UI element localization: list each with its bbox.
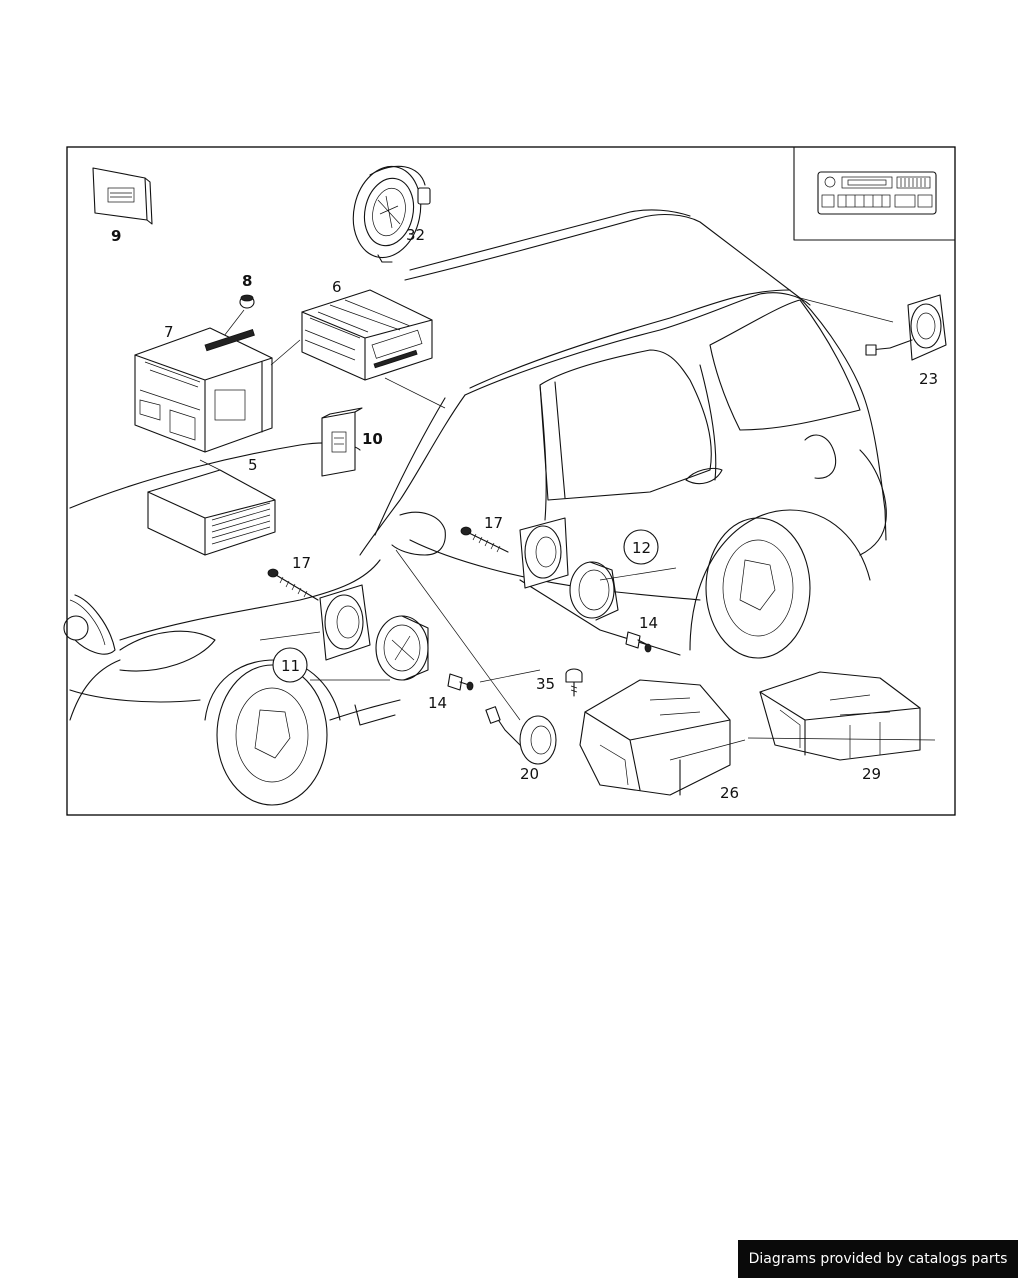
callout-6: 6 — [332, 278, 342, 296]
callout-14-front: 14 — [428, 694, 447, 712]
callout-29: 29 — [862, 765, 881, 783]
part-9-manual — [92, 167, 153, 225]
vehicle-outline — [63, 209, 887, 806]
callout-17-rear: 17 — [484, 514, 503, 532]
callout-11: 11 — [281, 657, 300, 675]
radio-faceplate-inset — [793, 146, 956, 241]
diagram-frame — [66, 146, 956, 816]
part-17-bolt-rear — [460, 526, 509, 553]
callout-8: 8 — [242, 272, 252, 290]
part-11-front-speaker — [259, 584, 429, 681]
part-26-subwoofer-box — [579, 679, 746, 796]
callout-23: 23 — [919, 370, 938, 388]
part-32-tweeter — [352, 165, 431, 263]
callout-14-rear: 14 — [639, 614, 658, 632]
part-20-small-speaker — [395, 549, 557, 765]
callout-9: 9 — [111, 227, 121, 245]
part-8-knob — [223, 294, 255, 337]
callout-7: 7 — [164, 323, 174, 341]
part-6-radio — [301, 289, 446, 409]
callout-circle-12 — [623, 529, 659, 565]
callout-32: 32 — [406, 226, 425, 244]
callout-17-front: 17 — [292, 554, 311, 572]
part-14-clip-front — [447, 669, 541, 691]
part-29-cover-panel — [747, 671, 936, 761]
part-7-cd-changer — [134, 327, 301, 453]
part-10-bracket — [321, 407, 363, 477]
footer-caption: Diagrams provided by catalogs parts — [738, 1240, 1018, 1278]
callout-5: 5 — [248, 456, 258, 474]
part-23-rear-speaker — [799, 294, 947, 361]
part-17-bolt-front — [267, 568, 319, 601]
part-5-amplifier — [147, 459, 276, 556]
callout-10: 10 — [362, 430, 383, 448]
callout-26: 26 — [720, 784, 739, 802]
part-35-bolt — [565, 668, 583, 697]
part-12-rear-speaker — [519, 517, 677, 621]
callout-12: 12 — [632, 539, 651, 557]
callout-35: 35 — [536, 675, 555, 693]
part-14-clip-rear — [625, 631, 652, 653]
callout-20: 20 — [520, 765, 539, 783]
callout-circle-11 — [272, 647, 308, 683]
